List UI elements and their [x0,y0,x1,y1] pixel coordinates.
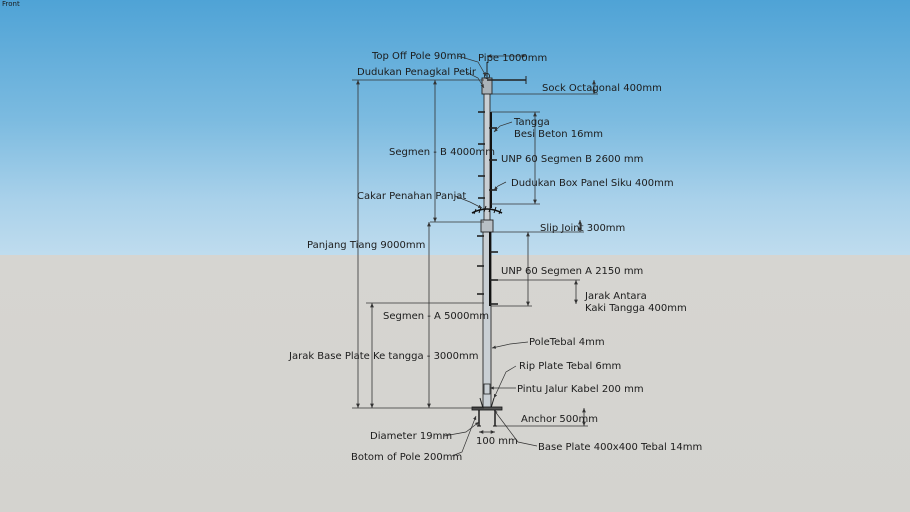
label-slip-joint: Slip Joint 300mm [540,223,625,234]
label-top-off-pole: Top Off Pole 90mm [371,51,466,62]
label-rib-plate: Rip Plate Tebal 6mm [519,361,621,372]
base-plate [471,406,503,411]
label-anchor: Anchor 500mm [521,414,598,425]
label-segment-a: Segmen - A 5000mm [383,311,489,322]
label-unp-a: UNP 60 Segmen A 2150 mm [501,266,643,277]
labels: Top Off Pole 90mm Pipe 1000mm Dudukan Pe… [288,51,702,463]
label-base-plate: Base Plate 400x400 Tebal 14mm [538,442,702,453]
label-panel-box-holder: Dudukan Box Panel Siku 400mm [511,178,674,189]
label-ladder: Tangga [513,117,550,128]
label-segment-b: Segmen - B 4000mm [389,147,495,158]
label-sock-octagonal: Sock Octagonal 400mm [542,83,662,94]
label-pole-bottom: Botom of Pole 200mm [351,452,462,463]
label-pole-thickness: PoleTebal 4mm [529,337,605,348]
rib-plate [479,397,495,409]
label-pipe: Pipe 1000mm [478,53,547,64]
label-diameter: Diameter 19mm [370,431,452,442]
label-anchor-spacing: 100 mm [476,436,518,447]
label-climb-deterrent: Cakar Penahan Panjat [357,191,466,202]
label-cable-door: Pintu Jalur Kabel 200 mm [517,384,644,395]
label-rung-spacing: Jarak Antara [584,291,647,302]
label-ladder-spec: Besi Beton 16mm [514,129,603,140]
view-label: Front [2,0,20,8]
label-rung-spacing-value: Kaki Tangga 400mm [585,303,687,314]
label-unp-b: UNP 60 Segmen B 2600 mm [501,154,643,165]
label-base-to-ladder: Jarak Base Plate Ke tangga - 3000mm [288,351,479,362]
label-total-length: Panjang Tiang 9000mm [307,240,425,251]
slip-joint [480,219,494,233]
label-lightning-rod-holder: Dudukan Penagkal Petir [357,67,477,78]
pole-structure [471,62,527,427]
leader-lines [443,55,538,457]
dimension-lines [352,54,598,434]
